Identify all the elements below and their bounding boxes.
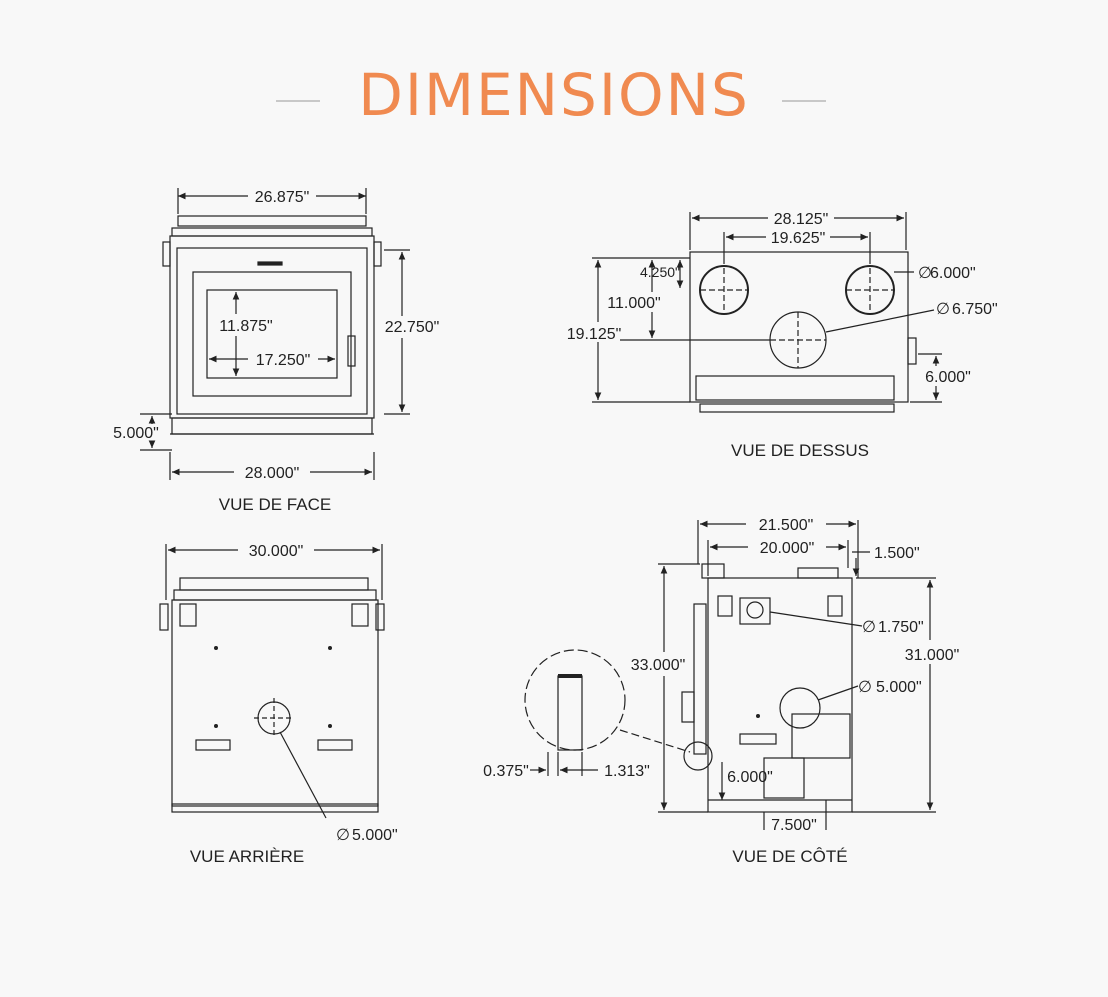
top-view-caption: VUE DE DESSUS — [731, 441, 869, 460]
dia1750-label: 1.750" — [878, 619, 924, 636]
dim-19125-label: 19.125" — [567, 326, 622, 343]
glass-height-label: 11.875" — [219, 318, 272, 335]
h31-label: 31.000" — [905, 647, 960, 664]
rear-dia-symbol: ∅ — [336, 827, 350, 844]
front-top-cap — [177, 215, 367, 227]
dia6750-label: 6.750" — [952, 301, 998, 318]
rear-left-handle — [159, 603, 169, 631]
side-body — [707, 577, 853, 813]
detail-bubble — [524, 649, 626, 751]
front-top-width-label: 26.875" — [255, 189, 310, 206]
dia1750-leader — [769, 611, 863, 627]
rear-view-caption: VUE ARRIÈRE — [190, 847, 304, 866]
front-view-caption: VUE DE FACE — [219, 495, 331, 514]
top-view — [592, 212, 942, 413]
top-base — [699, 403, 895, 413]
title-rule-right — [782, 100, 826, 102]
dia6750-symbol: ∅ — [936, 301, 950, 318]
side-combustion-inlet — [746, 601, 764, 619]
rear-left-vent — [195, 739, 231, 751]
title-block: DIMENSIONS — [0, 55, 1108, 135]
dia5000-side-leader — [817, 685, 859, 701]
dia5000-side-symbol: ∅ — [858, 679, 872, 696]
front-door-frame — [176, 247, 368, 415]
side-top-left-block — [701, 563, 725, 579]
rear-dia-label: 5.000" — [352, 827, 398, 844]
detail-leader — [619, 729, 691, 753]
detail-callout-circle — [683, 741, 713, 771]
side-vent — [739, 733, 777, 745]
dia1750-symbol: ∅ — [862, 619, 876, 636]
dim-4250-label: 4.250" — [640, 264, 680, 280]
bottom-width-label: 28.000" — [245, 465, 300, 482]
rear-dot-2 — [328, 646, 332, 650]
front-latch — [347, 335, 356, 367]
side-right-bracket — [827, 595, 843, 617]
side-handle — [681, 691, 695, 723]
rear-body — [171, 599, 379, 807]
side-view-caption: VUE DE CÔTÉ — [732, 847, 847, 866]
dim-11000-label: 11.000" — [607, 295, 660, 312]
detail-door-section — [557, 675, 583, 751]
page-title: DIMENSIONS — [358, 61, 750, 129]
rear-right-handle — [375, 603, 385, 631]
glass-width-label: 17.250" — [256, 352, 311, 369]
front-glass-inner — [206, 289, 338, 379]
dia5000-side-label: 5.000" — [876, 679, 922, 696]
rear-left-bracket — [179, 603, 197, 627]
front-left-handle — [162, 241, 171, 267]
rear-top-cap — [179, 577, 369, 591]
dia6000-symbol: ∅ — [918, 265, 932, 282]
front-height-label: 22.750" — [385, 319, 440, 336]
front-right-handle — [373, 241, 382, 267]
front-top-plate — [171, 227, 373, 237]
rear-right-vent — [317, 739, 353, 751]
side-combustion-inlet-box — [739, 597, 771, 625]
dia6750-leader — [825, 309, 935, 333]
side-blower — [791, 713, 851, 759]
d6000-side-label: 6.000" — [727, 769, 773, 786]
d1313-label: 1.313" — [604, 763, 650, 780]
title-rule-left — [276, 100, 320, 102]
top-inner-width-label: 19.625" — [771, 230, 826, 247]
top-side-outlet — [907, 337, 917, 365]
rear-base — [171, 803, 379, 813]
front-glass-outer — [192, 271, 352, 397]
d7500-label: 7.500" — [771, 817, 817, 834]
front-logo — [257, 261, 283, 266]
front-base — [171, 417, 373, 435]
h33-label: 33.000" — [631, 657, 686, 674]
side-motor — [763, 757, 805, 799]
d1500-label: 1.500" — [874, 545, 920, 562]
rear-top-plate — [173, 589, 377, 601]
side-dot — [756, 714, 760, 718]
side-left-bracket — [717, 595, 733, 617]
base-label: 5.000" — [113, 425, 159, 442]
rear-dia-leader — [279, 731, 327, 819]
rear-dot-4 — [328, 724, 332, 728]
rear-width-label: 30.000" — [249, 543, 304, 560]
rear-right-bracket — [351, 603, 369, 627]
front-view — [140, 188, 410, 480]
d0375-label: 0.375" — [483, 763, 529, 780]
side-view — [524, 520, 936, 830]
side-door-profile — [693, 603, 707, 755]
side-air-intake — [779, 687, 821, 729]
top-width-label: 28.125" — [774, 211, 829, 228]
side6000-label: 6.000" — [925, 369, 971, 386]
rear-dot-1 — [214, 646, 218, 650]
dia6000-label: 6.000" — [930, 265, 976, 282]
top-body — [689, 251, 909, 403]
rear-view — [159, 544, 385, 819]
rear-dot-3 — [214, 724, 218, 728]
side-top-right-block — [797, 567, 839, 579]
top-front-lip — [695, 375, 895, 401]
side-width-label: 21.500" — [759, 517, 814, 534]
side-inner-width-label: 20.000" — [760, 540, 815, 557]
